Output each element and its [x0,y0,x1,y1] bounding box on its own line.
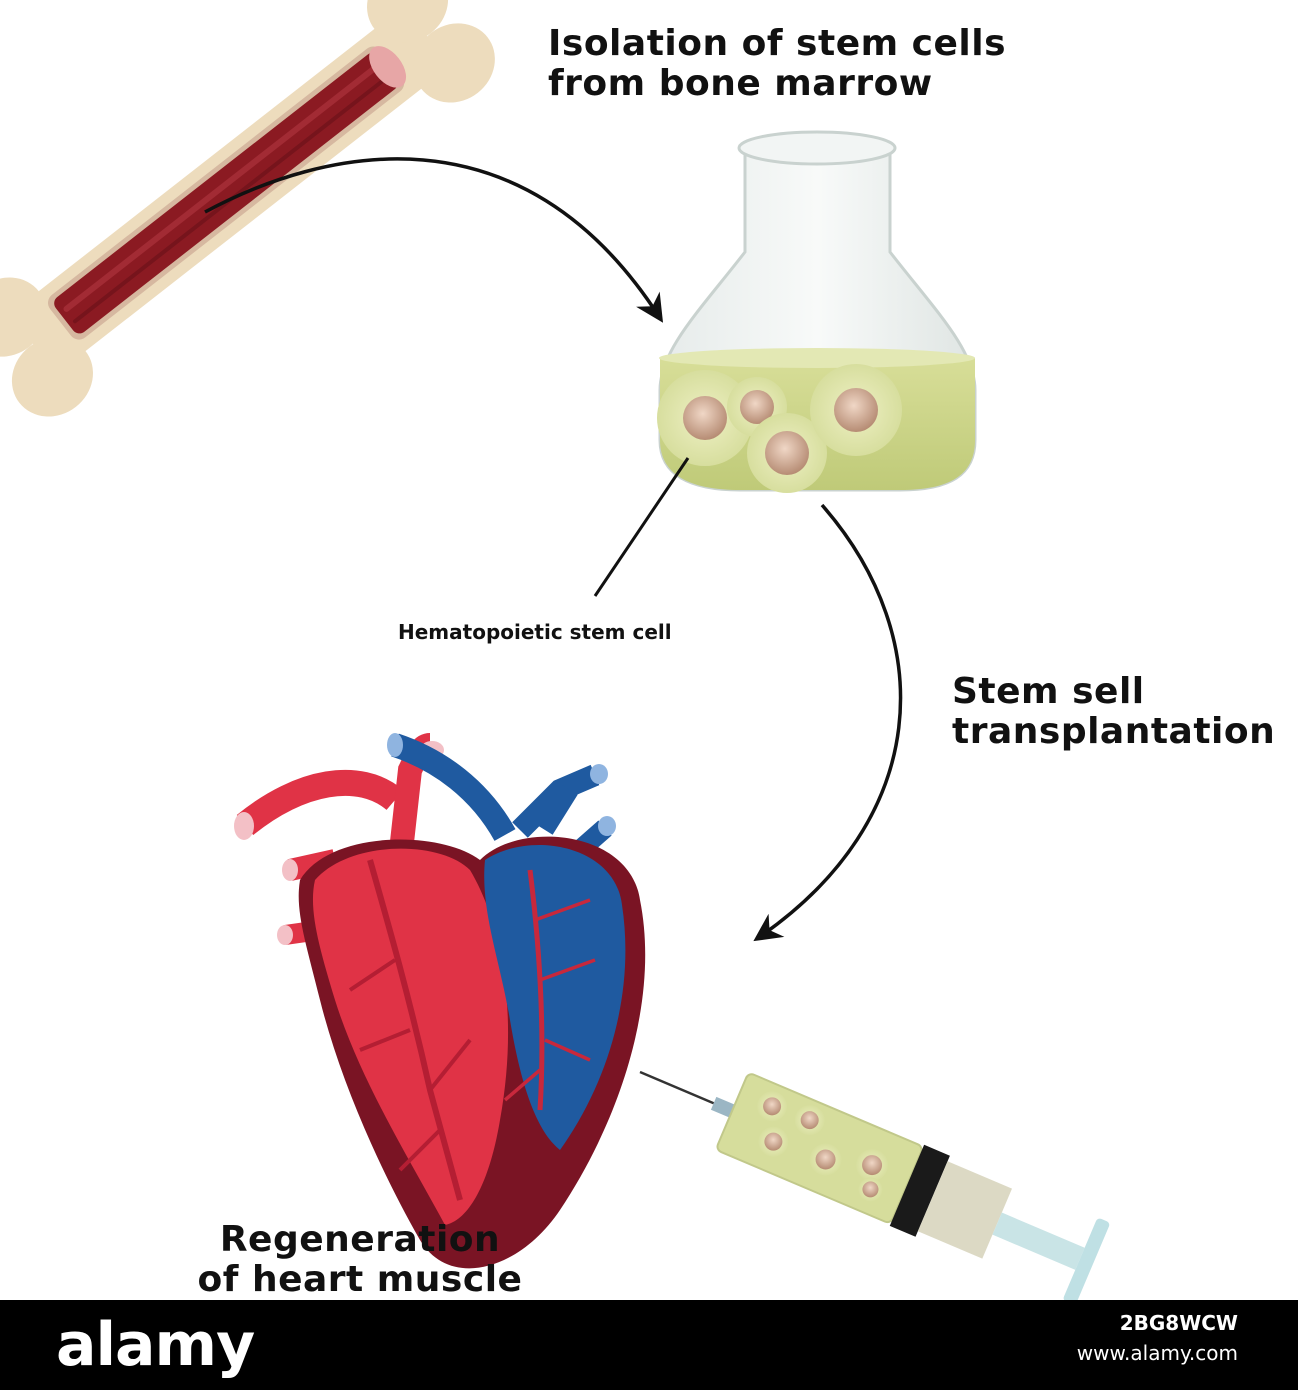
label-isolation: Isolation of stem cells from bone marrow [548,24,1006,104]
site-url: www.alamy.com [1076,1341,1238,1365]
label-regeneration-line1: Regeneration [219,1219,501,1260]
arrow-bone-to-flask [204,157,664,323]
label-isolation-line2: from bone marrow [548,63,933,104]
image-id: 2BG8WCW [1119,1311,1238,1335]
watermark-info: 2BG8WCW www.alamy.com [1077,1308,1238,1368]
label-transplantation-line1: Stem sell [952,671,1145,712]
heart [234,733,646,1269]
illustration-svg [0,0,1110,1300]
diagram-canvas: Isolation of stem cells from bone marrow… [0,0,1275,1300]
label-regeneration-line2: of heart muscle [197,1259,523,1300]
label-regeneration: Regeneration of heart muscle [180,1220,540,1300]
label-transplantation: Stem sell transplantation [952,672,1275,752]
stem-cells-in-syringe [757,1091,889,1202]
label-isolation-line1: Isolation of stem cells [548,23,1007,64]
label-hematopoietic: Hematopoietic stem cell [398,620,672,644]
stem-cells-in-flask [657,364,902,493]
syringe [639,1070,1110,1300]
alamy-logo: alamy [56,1310,255,1380]
label-transplantation-line2: transplantation [952,711,1276,752]
watermark-footer: alamy 2BG8WCW www.alamy.com [0,1300,1298,1390]
arrow-flask-to-heart [753,503,903,942]
flask [657,130,977,493]
pointer-line-hematopoietic [593,457,690,597]
bone-with-marrow [0,0,495,417]
